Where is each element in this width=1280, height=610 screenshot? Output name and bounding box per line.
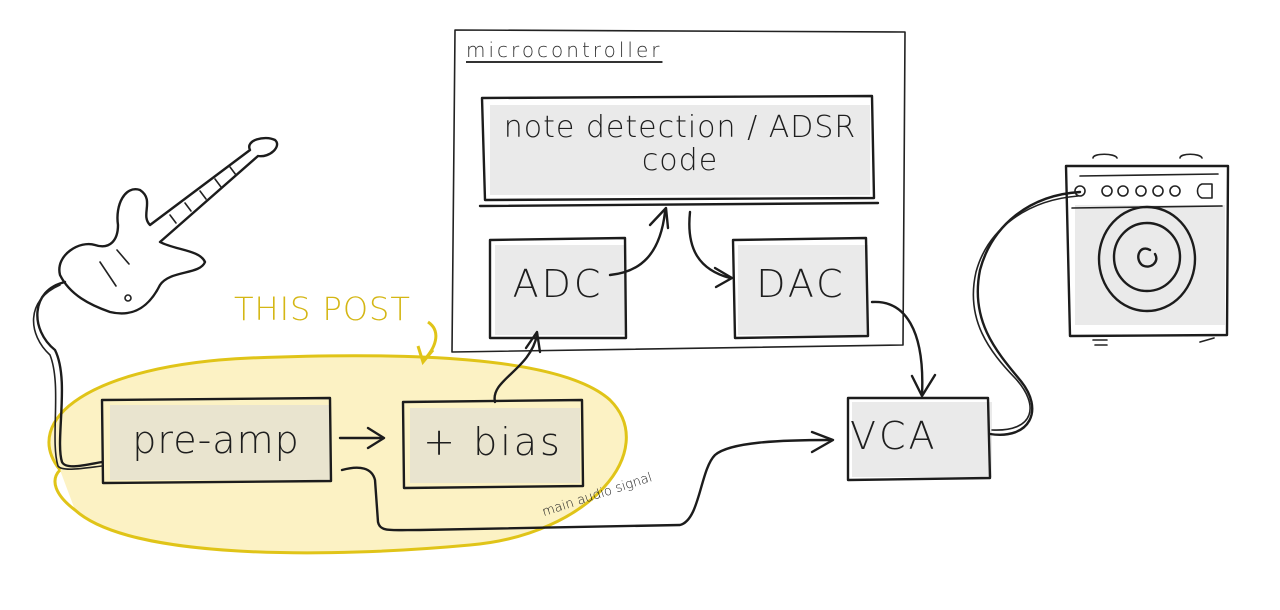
amplifier-icon [1064, 153, 1230, 346]
adc-label: ADC [512, 262, 604, 306]
dac-box [731, 236, 870, 340]
cable-vca-to-amp-double [972, 195, 1079, 431]
microcontroller-box [451, 29, 906, 353]
arrow-note-detection-to-dac [688, 210, 734, 289]
arrow-main-audio-signal [340, 430, 835, 532]
this-post-label: THIS POST [234, 290, 411, 328]
arrow-adc-to-note-detection [608, 206, 670, 277]
vca-label: VCA [850, 414, 938, 458]
dac-label: DAC [756, 262, 846, 306]
cable-guitar-to-preamp-double [32, 284, 103, 470]
cable-vca-to-amp [976, 190, 1082, 436]
pre-amp-box [100, 396, 333, 485]
bias-label: + bias [423, 420, 563, 464]
adc-box [488, 236, 628, 340]
cable-guitar-to-preamp [36, 280, 104, 468]
this-post-arrowhead [416, 345, 435, 366]
this-post-highlight [47, 354, 628, 555]
note-detection-box [478, 94, 880, 208]
arrow-preamp-to-bias [338, 426, 386, 450]
bias-box [401, 398, 585, 490]
note-detection-label-line1: note detection / ADSR [503, 110, 857, 145]
vca-box [846, 396, 992, 482]
note-detection-label-line2: code [641, 143, 719, 178]
microcontroller-label: microcontroller [466, 38, 663, 62]
arrow-dac-to-vca [870, 300, 937, 398]
arrow-bias-to-adc [493, 330, 542, 404]
pre-amp-label: pre-amp [132, 418, 300, 462]
guitar-icon [58, 136, 279, 315]
